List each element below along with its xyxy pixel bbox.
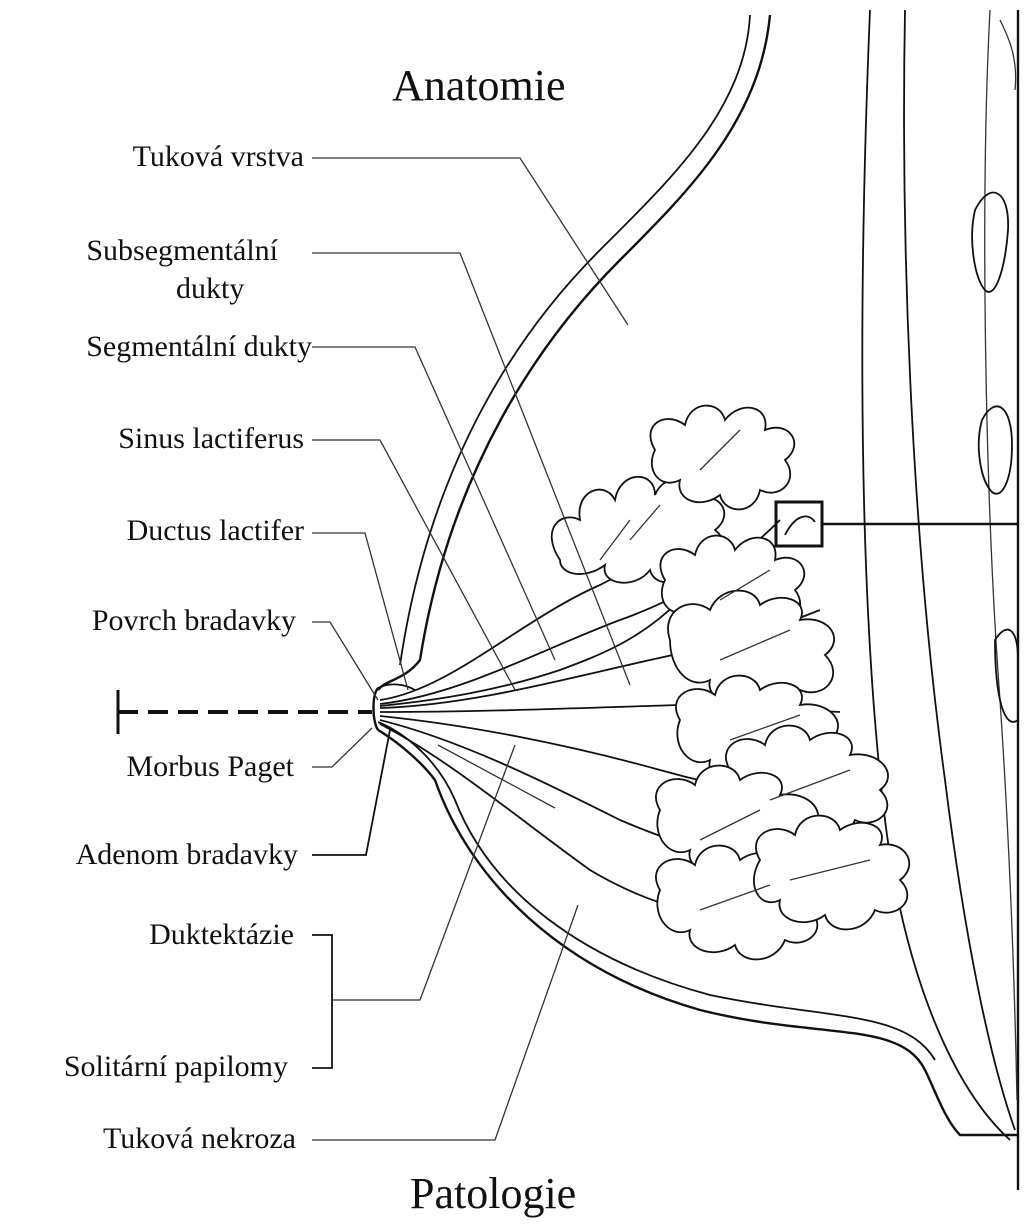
label-adenom: Adenom bradavky bbox=[76, 838, 298, 872]
leader-povrch bbox=[312, 622, 378, 700]
lobules bbox=[552, 406, 910, 960]
label-papilomy: Solitární papilomy bbox=[64, 1050, 288, 1084]
leader-bracket-arrow bbox=[332, 745, 515, 1000]
chest-wall bbox=[862, 10, 1018, 1190]
label-duktektazie: Duktektázie bbox=[149, 918, 294, 952]
leader-lines bbox=[312, 158, 630, 1140]
leader-paget bbox=[312, 728, 372, 767]
label-paget: Morbus Paget bbox=[127, 750, 295, 784]
label-segmentalni: Segmentální dukty bbox=[86, 330, 312, 364]
inset-marker bbox=[776, 502, 1018, 546]
label-povrch: Povrch bradavky bbox=[92, 604, 296, 638]
label-ductus: Ductus lactifer bbox=[127, 514, 304, 548]
label-subsegmentalni-line2: dukty bbox=[176, 272, 244, 306]
heading-anatomy: Anatomie bbox=[392, 60, 566, 111]
inset-square bbox=[776, 502, 822, 546]
label-tukova-vrstva: Tuková vrstva bbox=[133, 140, 304, 174]
leader-segmentalni bbox=[312, 347, 555, 660]
heading-pathology: Patologie bbox=[410, 1168, 576, 1219]
label-subsegmentalni-line1: Subsegmentální bbox=[86, 234, 278, 268]
leader-ductus bbox=[312, 533, 408, 690]
leader-duktektazie-mark bbox=[438, 745, 555, 808]
leader-subsegmentalni bbox=[312, 253, 630, 685]
nipple-axis bbox=[118, 690, 372, 734]
leader-tukova-vrstva bbox=[312, 158, 628, 325]
leader-nekroza bbox=[312, 905, 578, 1140]
label-nekroza: Tuková nekroza bbox=[103, 1122, 296, 1156]
label-sinus: Sinus lactiferus bbox=[118, 422, 304, 456]
leader-bracket bbox=[312, 935, 332, 1068]
